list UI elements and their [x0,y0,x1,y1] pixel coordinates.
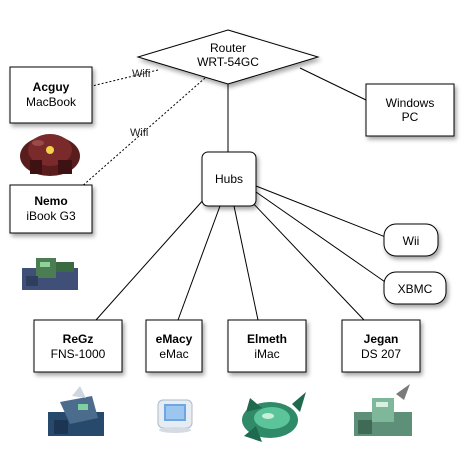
emacy-model: eMac [159,347,188,361]
wifi-label-nemo: Wifi [130,127,148,139]
acguy-name: Acguy [33,80,70,94]
emacy-node: eMacy eMac [145,319,203,373]
regz-mobile-suit-icon [48,386,104,436]
hubs-node: Hubs [201,151,257,207]
nemo-mobile-suit-icon [22,258,78,290]
nemo-model: iBook G3 [26,209,76,223]
xbmc-node: XBMC [383,271,447,305]
router-node: Router WRT-54GC [136,29,320,85]
regz-node: ReGz FNS-1000 [33,319,123,373]
edge-router-acguy [91,69,159,87]
edge-hubs-xbmc [255,191,389,285]
edge-hubs-emacy [177,205,221,321]
nemo-name: Nemo [34,194,67,208]
router-model: WRT-54GC [197,55,259,69]
elmeth-model: iMac [254,347,279,361]
hubs-label: Hubs [215,172,243,186]
edge-hubs-jegan [249,199,365,321]
jegan-node: Jegan DS 207 [341,319,421,373]
acguy-node: Acguy MacBook [9,66,93,124]
emacy-name: eMacy [156,332,193,346]
regz-model: FNS-1000 [51,347,106,361]
elmeth-mobile-armor-icon [242,392,306,442]
elmeth-node: Elmeth iMac [227,319,307,373]
edge-hubs-wii [255,185,389,239]
acguy-mobile-suit-icon [20,134,80,176]
jegan-mobile-suit-icon [354,384,412,436]
edge-hubs-elmeth [233,205,259,321]
edge-hubs-regz [95,197,206,321]
emac-computer-icon [157,399,193,433]
wii-label: Wii [403,234,420,248]
jegan-name: Jegan [364,332,399,346]
router-label: Router [210,41,246,55]
connections [79,67,389,321]
elmeth-name: Elmeth [247,332,287,346]
windows-node: Windows PC [365,83,455,137]
acguy-model: MacBook [26,95,77,109]
regz-name: ReGz [63,332,94,346]
nemo-node: Nemo iBook G3 [9,184,93,234]
jegan-model: DS 207 [361,347,401,361]
edge-router-windows [299,67,367,101]
windows-label: Windows [386,96,435,110]
wifi-label-acguy: Wifi [132,68,150,80]
xbmc-label: XBMC [398,282,433,296]
windows-sub: PC [402,110,419,124]
wii-node: Wii [383,223,439,257]
